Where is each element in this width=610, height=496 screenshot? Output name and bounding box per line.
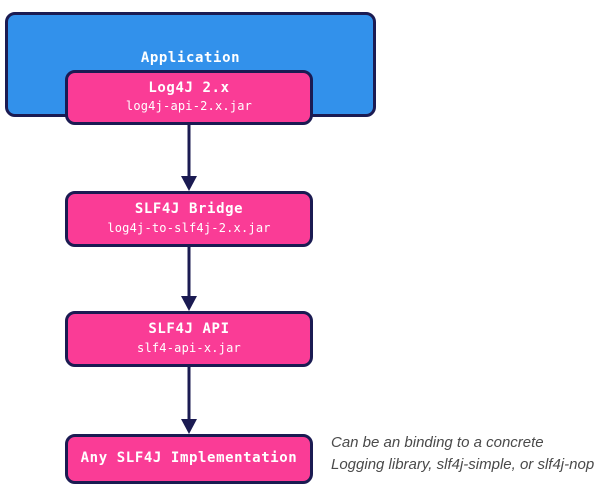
node-any-slf4j-implementation-title: Any SLF4J Implementation bbox=[80, 450, 298, 467]
node-slf4j-api[interactable]: SLF4J API slf4-api-x.jar bbox=[65, 311, 313, 367]
node-slf4j-bridge[interactable]: SLF4J Bridge log4j-to-slf4j-2.x.jar bbox=[65, 191, 313, 247]
node-log4j-title: Log4J 2.x bbox=[148, 79, 230, 96]
node-slf4j-bridge-title: SLF4J Bridge bbox=[134, 201, 244, 218]
implementation-annotation: Can be an binding to a concrete Logging … bbox=[331, 434, 595, 473]
node-slf4j-api-subtitle: slf4-api-x.jar bbox=[137, 340, 241, 355]
node-any-slf4j-implementation[interactable]: Any SLF4J Implementation bbox=[65, 434, 313, 484]
node-slf4j-bridge-subtitle: log4j-to-slf4j-2.x.jar bbox=[107, 220, 271, 235]
node-slf4j-api-title: SLF4J API bbox=[148, 321, 230, 338]
node-log4j-subtitle: log4j-api-2.x.jar bbox=[125, 99, 253, 114]
node-log4j[interactable]: Log4J 2.x log4j-api-2.x.jar bbox=[65, 70, 313, 125]
node-application-title: Application bbox=[140, 50, 241, 66]
